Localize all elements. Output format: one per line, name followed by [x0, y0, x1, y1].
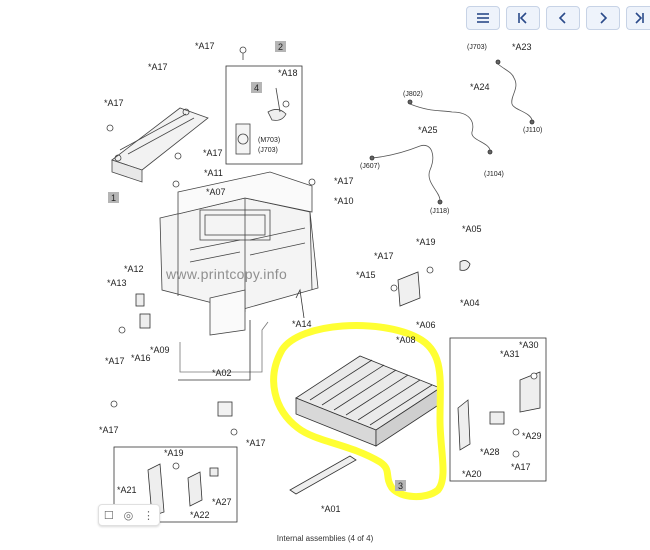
label-a28: *A28 [480, 447, 500, 457]
label-a21: *A21 [117, 485, 137, 495]
label-a24: *A24 [470, 82, 490, 92]
motor-part [235, 87, 287, 155]
label-a04: *A04 [460, 298, 480, 308]
label-j607: (J607) [360, 163, 380, 170]
label-a17: *A17 [246, 438, 266, 448]
label-a16: *A16 [131, 353, 151, 363]
label-a11: *A11 [204, 168, 223, 178]
label-a19: *A19 [164, 448, 184, 458]
fuser-assembly [111, 107, 209, 183]
label-a08: *A08 [396, 335, 416, 345]
label-a02: *A02 [212, 368, 232, 378]
label-j104: (J104) [484, 171, 504, 178]
part-labels: *A17 *A17 *A17 *A18 (M703) (J703) *A17 *… [99, 41, 542, 520]
label-a22: *A22 [190, 510, 210, 520]
label-m703: (M703) [258, 137, 280, 144]
first-page-button[interactable] [506, 6, 540, 30]
first-page-icon [518, 12, 527, 24]
label-a17: *A17 [195, 41, 215, 51]
previous-page-button[interactable] [546, 6, 580, 30]
label-a05: *A05 [462, 224, 482, 234]
label-a14: *A14 [292, 319, 312, 329]
label-j118: (J118) [430, 208, 449, 215]
label-a17: *A17 [104, 98, 124, 108]
previous-page-icon [558, 12, 566, 24]
label-a12: *A12 [124, 264, 144, 274]
last-page-button[interactable] [626, 6, 650, 30]
list-icon [477, 13, 489, 23]
figure-caption: Internal assemblies (4 of 4) [276, 534, 374, 543]
callout-box-sensors [113, 446, 238, 523]
callout-1: 1 [111, 193, 116, 203]
label-a01: *A01 [321, 504, 341, 514]
camera-icon[interactable]: ◎ [123, 508, 134, 522]
bookmark-icon[interactable]: ☐ [103, 508, 114, 522]
intermediate-transfer-unit [295, 355, 441, 447]
label-a17: *A17 [374, 251, 394, 261]
label-a20: *A20 [462, 469, 482, 479]
label-a27: *A27 [212, 497, 232, 507]
image-action-toolbar: ☐ ◎ ⋮ [98, 504, 160, 526]
label-a13: *A13 [107, 278, 127, 288]
callout-3: 3 [398, 481, 403, 491]
label-a19: *A19 [416, 237, 436, 247]
label-j703: (J703) [467, 44, 487, 51]
label-j703: (J703) [258, 147, 278, 154]
label-a17: *A17 [203, 148, 223, 158]
watermark: www.printcopy.info [166, 266, 288, 282]
label-a30: *A30 [519, 340, 539, 350]
label-a15: *A15 [356, 270, 376, 280]
next-page-button[interactable] [586, 6, 620, 30]
label-a29: *A29 [522, 431, 542, 441]
label-a17: *A17 [148, 62, 168, 72]
rail-part [289, 455, 357, 495]
main-chassis [159, 171, 319, 336]
callout-4: 4 [254, 83, 259, 93]
highlight-annotation [270, 322, 447, 500]
next-page-icon [600, 12, 608, 24]
label-a17: *A17 [105, 356, 125, 366]
callout-box-2 [225, 65, 303, 165]
label-a17: *A17 [334, 176, 354, 186]
label-a07: *A07 [206, 187, 226, 197]
last-page-icon [634, 12, 644, 24]
label-a09: *A09 [150, 345, 170, 355]
toc-button[interactable] [466, 6, 500, 30]
label-a06: *A06 [416, 320, 436, 330]
label-a23: *A23 [512, 42, 532, 52]
more-options-icon[interactable]: ⋮ [143, 508, 155, 522]
label-a18: *A18 [278, 68, 298, 78]
callout-box-right [449, 337, 547, 482]
callout-2: 2 [278, 42, 283, 52]
label-a10: *A10 [334, 196, 354, 206]
label-j110: (J110) [523, 127, 542, 134]
label-a25: *A25 [418, 125, 438, 135]
screws [106, 46, 538, 470]
label-a31: *A31 [500, 349, 520, 359]
page-navigation-toolbar [466, 6, 650, 30]
label-j802: (J802) [403, 91, 423, 98]
label-a17: *A17 [511, 462, 531, 472]
label-a17: *A17 [99, 425, 119, 435]
number-callouts: 1 2 3 4 [108, 41, 406, 491]
